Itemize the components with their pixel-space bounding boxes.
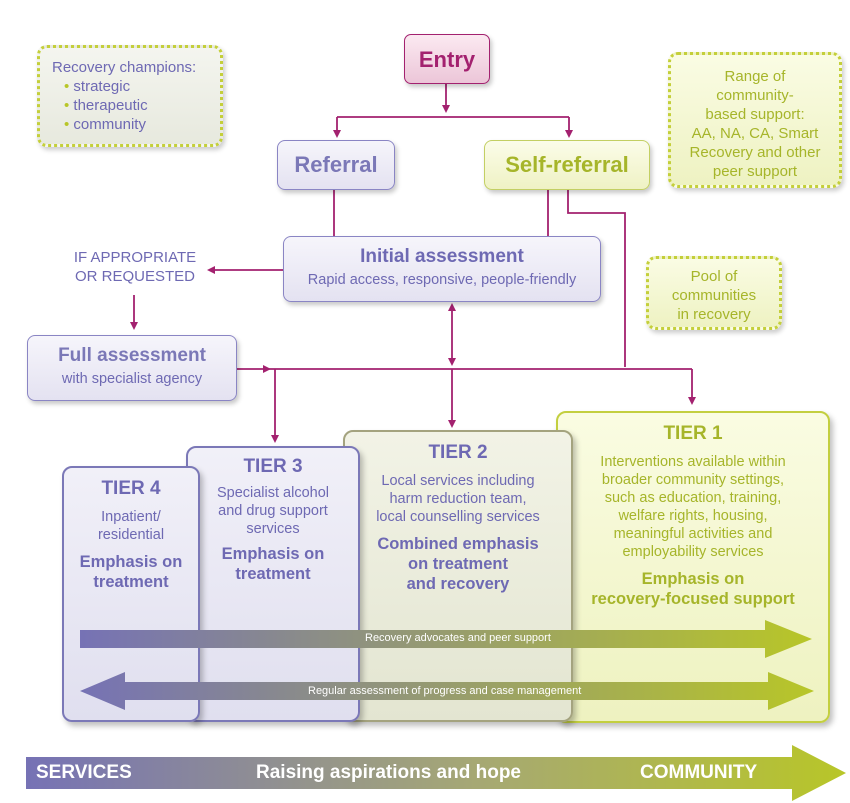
recovery-advocates-arrow [80, 620, 812, 658]
entry-label: Entry [418, 47, 476, 72]
tier-1-desc: such as education, training, [604, 490, 782, 506]
tier-1-desc: meaningful activities and [613, 526, 773, 542]
initial-assessment-subtitle: Rapid access, responsive, people-friendl… [307, 272, 577, 288]
recovery-champions-title: Recovery champions: [52, 59, 197, 76]
community-support-line: peer support [712, 163, 798, 180]
tier-2-desc: Local services including [381, 473, 535, 489]
community-support-line: AA, NA, CA, Smart [691, 125, 819, 142]
tier-1-desc: employability services [622, 544, 764, 560]
referral-box: Referral [277, 140, 395, 190]
community-support-line: community- [716, 87, 794, 104]
community-label: COMMUNITY [640, 762, 758, 783]
bullet: • [64, 116, 74, 133]
tier-1-title: TIER 1 [663, 423, 723, 444]
referral-label: Referral [294, 152, 378, 177]
tier-3-emphasis: Emphasis on [221, 545, 325, 563]
regular-assessment-arrow [80, 672, 814, 710]
self-referral-box: Self-referral [484, 140, 650, 190]
tier-4-title: TIER 4 [101, 478, 161, 499]
tier-1-desc: welfare rights, housing, [618, 508, 768, 524]
initial-assessment-box: Initial assessment Rapid access, respons… [283, 236, 601, 302]
tier-1-emphasis: recovery-focused support [591, 590, 795, 608]
bullet: • [64, 97, 74, 114]
tier-2-emphasis: Combined emphasis [377, 535, 539, 553]
pool-line: in recovery [677, 306, 751, 323]
tier-2-desc: harm reduction team, [389, 491, 527, 507]
tier-3-emphasis: treatment [235, 565, 311, 583]
community-support-box: Range of community- based support: AA, N… [668, 52, 842, 188]
self-referral-label: Self-referral [505, 152, 629, 177]
tier-3-title: TIER 3 [243, 456, 303, 477]
bullet: • [64, 78, 74, 95]
pool-box: Pool of communities in recovery [646, 256, 782, 330]
tier-1-emphasis: Emphasis on [641, 570, 745, 588]
full-assessment-subtitle: with specialist agency [61, 371, 203, 387]
tier-4-desc: Inpatient/ [101, 509, 161, 525]
tier-2-emphasis: on treatment [408, 555, 508, 573]
pool-line: communities [671, 287, 757, 304]
tier-3-desc: and drug support [218, 503, 328, 519]
services-community-arrow [26, 745, 846, 801]
full-assessment-title: Full assessment [58, 345, 206, 366]
tier-1-box: TIER 1 Interventions available within br… [556, 411, 830, 723]
tier-1-desc: broader community settings, [601, 472, 785, 488]
tier-2-desc: local counselling services [376, 509, 540, 525]
tier-3-desc: Specialist alcohol [216, 485, 330, 501]
community-support-line: based support: [705, 106, 805, 123]
list-item: • strategic [64, 78, 131, 95]
list-item: • community [64, 116, 146, 133]
tier-2-box: TIER 2 Local services including harm red… [343, 430, 573, 722]
full-assessment-box: Full assessment with specialist agency [27, 335, 237, 401]
services-label: SERVICES [36, 762, 132, 783]
recovery-champions-list: • strategic • therapeutic • community [64, 77, 220, 134]
tier-3-box: TIER 3 Specialist alcohol and drug suppo… [186, 446, 360, 722]
pool-line: Pool of [690, 268, 738, 285]
tier-2-emphasis: and recovery [406, 575, 510, 593]
community-support-line: Range of [724, 68, 786, 85]
recovery-advocates-label: Recovery advocates and peer support [365, 632, 551, 644]
list-item: • therapeutic [64, 97, 148, 114]
tier-4-emphasis: Emphasis on [79, 553, 183, 571]
self-referral-to-tier1 [567, 190, 626, 367]
tier-3-desc: services [246, 521, 300, 537]
recovery-champions-box: Recovery champions: • strategic • therap… [37, 45, 223, 147]
if-appropriate-label: IF APPROPRIATE OR REQUESTED [73, 249, 197, 285]
entry-box: Entry [404, 34, 490, 84]
raising-aspirations-label: Raising aspirations and hope [256, 762, 521, 783]
tier-2-title: TIER 2 [428, 442, 488, 463]
tier-4-emphasis: treatment [93, 573, 169, 591]
regular-assessment-label: Regular assessment of progress and case … [308, 685, 582, 697]
initial-assessment-title: Initial assessment [360, 246, 524, 267]
community-support-line: Recovery and other [689, 144, 821, 161]
tier-1-desc: Interventions available within [600, 454, 786, 470]
tier-4-box: TIER 4 Inpatient/ residential Emphasis o… [62, 466, 200, 722]
tier-4-desc: residential [97, 527, 165, 543]
